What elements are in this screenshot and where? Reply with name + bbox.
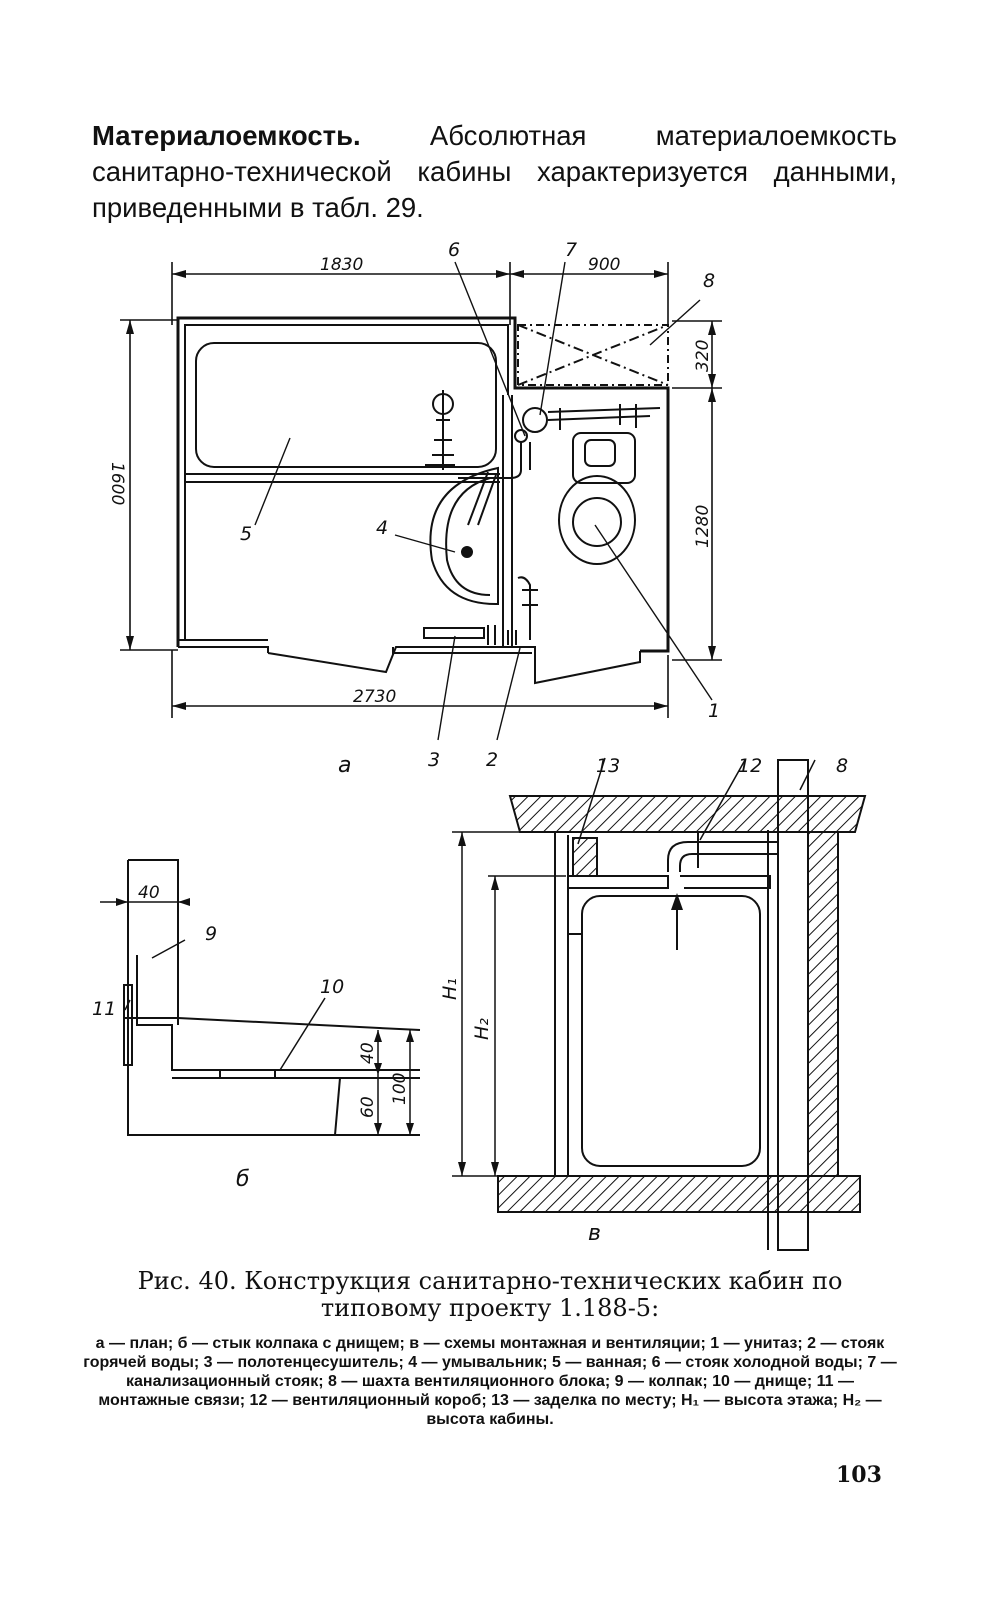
dim-1600: 1600 bbox=[107, 462, 127, 505]
callout-1: 1 bbox=[708, 700, 720, 722]
sewer-riser bbox=[522, 407, 548, 433]
mounting-drawing bbox=[497, 759, 867, 1251]
callout-9: 9 bbox=[205, 923, 217, 945]
page-number: 103 bbox=[836, 1462, 882, 1488]
callout-8-plan: 8 bbox=[703, 270, 715, 292]
dim-40-side: 40 bbox=[358, 1042, 378, 1064]
cabin-body bbox=[581, 895, 761, 1167]
bathtub bbox=[195, 342, 497, 468]
paragraph-lead: Материалоемкость. bbox=[92, 120, 361, 151]
toilet bbox=[558, 475, 636, 565]
panel-label-a: а bbox=[338, 753, 351, 778]
callout-4: 4 bbox=[376, 517, 388, 539]
paragraph-text: Абсолютная материалоемкость санитарно-те… bbox=[92, 120, 897, 223]
dim-900: 900 bbox=[588, 255, 620, 275]
panel-label-v: в bbox=[588, 1221, 601, 1246]
dim-h2: H₂ bbox=[471, 1018, 493, 1040]
dim-40-top: 40 bbox=[138, 883, 160, 903]
panel-label-b: б bbox=[236, 1167, 250, 1192]
washbasin bbox=[429, 466, 499, 606]
dim-100: 100 bbox=[390, 1073, 410, 1105]
figure-legend: а — план; б — стык колпака с днищем; в —… bbox=[83, 1335, 897, 1428]
callout-10: 10 bbox=[320, 976, 344, 998]
callout-5: 5 bbox=[240, 523, 252, 545]
dim-60: 60 bbox=[358, 1096, 378, 1118]
dim-1830: 1830 bbox=[320, 255, 363, 275]
vent-shaft bbox=[517, 324, 669, 386]
callout-2: 2 bbox=[486, 749, 498, 771]
dim-1280: 1280 bbox=[693, 505, 713, 548]
dim-h1: H₁ bbox=[439, 978, 461, 1000]
callout-6: 6 bbox=[448, 239, 460, 261]
plan-drawing bbox=[176, 316, 670, 685]
dim-320: 320 bbox=[693, 340, 713, 372]
callout-11: 11 bbox=[92, 998, 116, 1020]
intro-paragraph: Материалоемкость. Абсолютная материалоем… bbox=[92, 118, 897, 226]
vent-duct bbox=[667, 841, 778, 872]
figure-caption: Рис. 40. Конструкция санитарно-техническ… bbox=[137, 1267, 843, 1322]
callout-12: 12 bbox=[738, 755, 762, 777]
callout-7: 7 bbox=[565, 239, 577, 261]
dim-2730: 2730 bbox=[353, 687, 396, 707]
callout-8-mount: 8 bbox=[836, 755, 848, 777]
callout-3: 3 bbox=[428, 749, 440, 771]
callout-13: 13 bbox=[596, 755, 620, 777]
